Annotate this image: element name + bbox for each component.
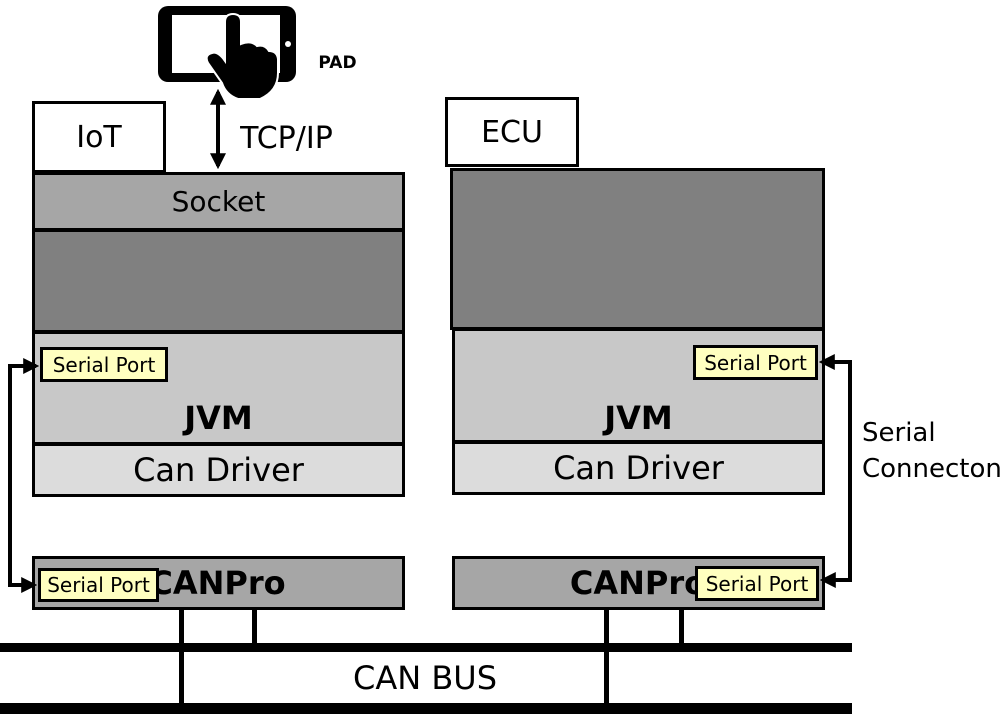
ecu-title-box: ECU xyxy=(445,97,579,167)
iot-can-driver-label: Can Driver xyxy=(133,451,304,489)
iot-title: IoT xyxy=(76,119,122,155)
can-bus-bottom-line xyxy=(0,703,852,714)
iot-bus-drop-1 xyxy=(179,608,184,708)
ecu-bus-drop-2 xyxy=(679,608,684,646)
ecu-serial-port: Serial Port xyxy=(693,345,818,380)
iot-canpro-label: CANPro xyxy=(149,564,286,602)
can-bus-top-line xyxy=(0,643,852,652)
can-bus-label: CAN BUS xyxy=(352,659,498,697)
ecu-jvm-label: JVM xyxy=(604,399,673,437)
iot-title-box: IoT xyxy=(32,101,166,173)
ecu-canpro-label: CANPro xyxy=(569,564,707,602)
iot-canpro-serial-port: Serial Port xyxy=(38,568,159,602)
serial-connection-line1: Serial xyxy=(862,418,936,448)
iot-bus-drop-2 xyxy=(252,608,257,646)
ecu-serial-arrow xyxy=(818,354,852,588)
tcpip-label: TCP/IP xyxy=(240,120,333,156)
iot-blank-layer xyxy=(32,229,405,333)
iot-socket-label: Socket xyxy=(171,185,266,218)
ecu-blank-layer xyxy=(450,168,825,330)
serial-connection-label: Serial Connecton xyxy=(862,415,1000,487)
iot-can-driver-layer: Can Driver xyxy=(32,443,405,497)
serial-connection-line2: Connecton xyxy=(862,454,1000,484)
ecu-bus-drop-1 xyxy=(604,608,609,708)
ecu-can-driver-label: Can Driver xyxy=(553,449,724,487)
iot-serial-arrow xyxy=(8,358,40,593)
iot-jvm-label: JVM xyxy=(184,399,253,437)
ecu-canpro-serial-port: Serial Port xyxy=(695,566,819,601)
tablet-hand-icon xyxy=(155,0,300,100)
iot-serial-port: Serial Port xyxy=(40,347,168,382)
ecu-title: ECU xyxy=(481,114,543,150)
pad-label: PAD xyxy=(318,53,357,73)
ecu-can-driver-layer: Can Driver xyxy=(452,441,825,495)
